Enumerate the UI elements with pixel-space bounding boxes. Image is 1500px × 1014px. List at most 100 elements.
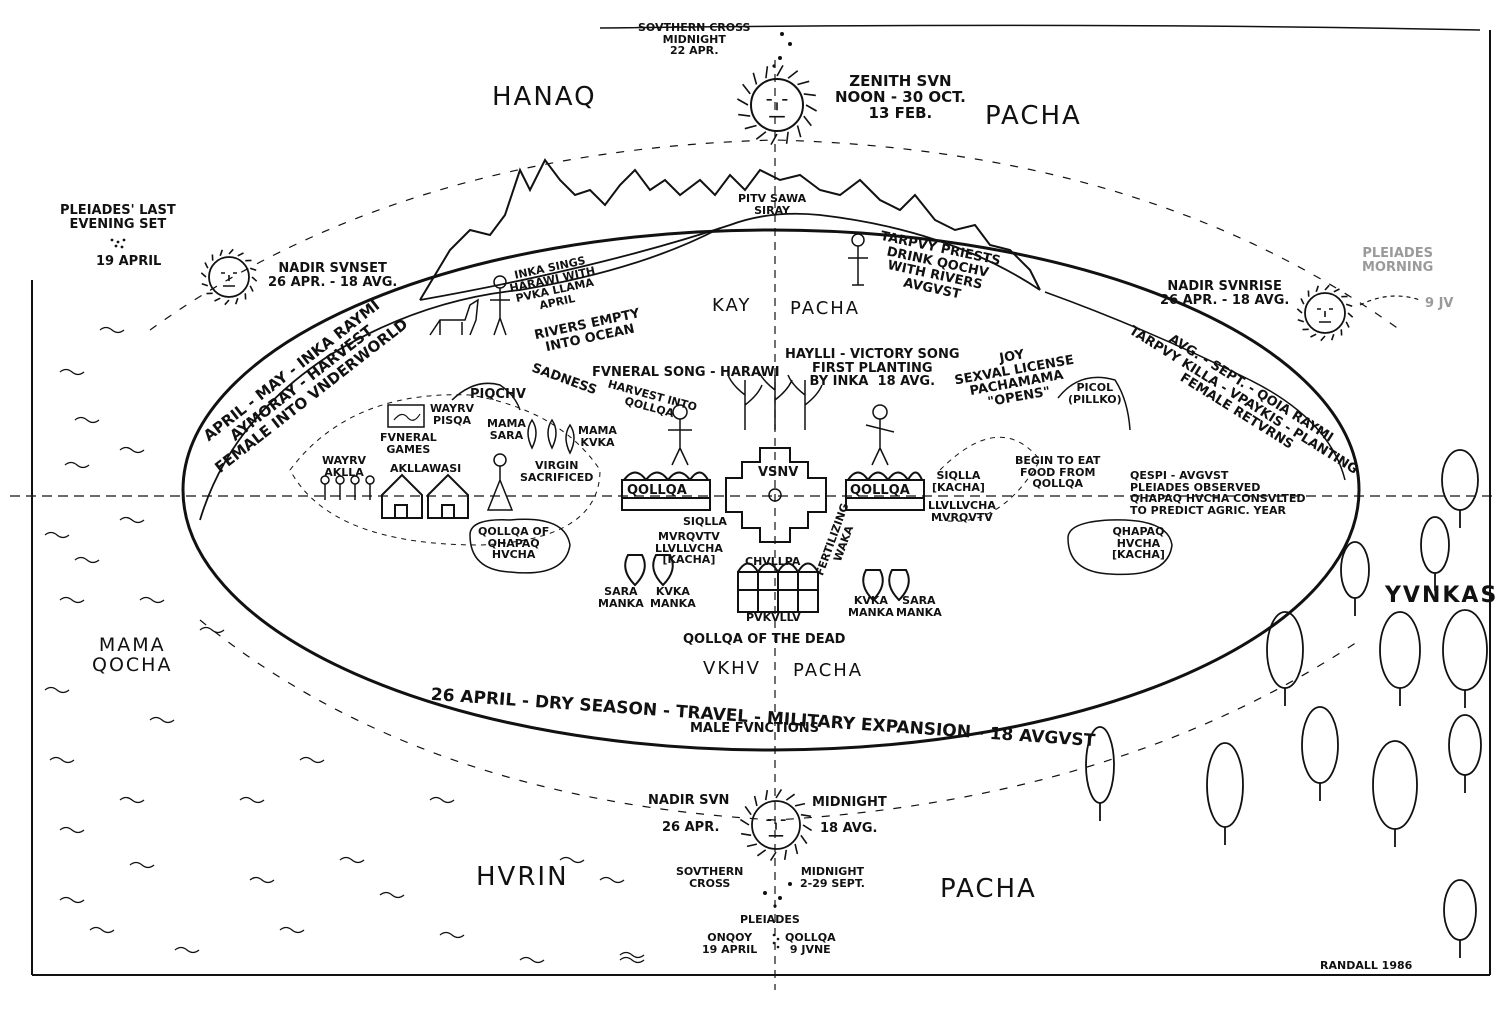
sun-ray bbox=[746, 843, 758, 848]
qollqa-left-building bbox=[621, 471, 711, 511]
wave-mark bbox=[279, 926, 305, 934]
qhapaq-hucha-label: QHAPAQ HVCHA [KACHA] bbox=[1112, 525, 1165, 562]
tree-crown bbox=[1372, 740, 1418, 830]
virgin-label: VIRGIN SACRIFICED bbox=[520, 459, 594, 484]
tree-crown bbox=[1420, 516, 1450, 574]
inner-loop-east bbox=[939, 436, 1041, 522]
nadir-sunset-label: NADIR SVNSET 26 APR. - 18 AVG. bbox=[268, 261, 398, 290]
pacha-ukhu-label: PACHA bbox=[793, 660, 864, 681]
sun-ray bbox=[219, 249, 224, 257]
wave-mark bbox=[59, 596, 85, 604]
sun-ray bbox=[200, 272, 207, 278]
sun-ray bbox=[744, 124, 757, 130]
sun-ray bbox=[1297, 318, 1305, 323]
pleiades-last-date: 19 APRIL bbox=[96, 254, 162, 269]
tree-crown bbox=[1443, 879, 1477, 941]
usnu-label: VSNV bbox=[758, 465, 799, 480]
picol-hill bbox=[1057, 376, 1131, 431]
llama bbox=[429, 298, 479, 336]
sun-ray bbox=[787, 70, 799, 79]
sun-ray bbox=[249, 267, 257, 272]
wave-mark bbox=[174, 946, 200, 954]
sun-ray bbox=[800, 834, 808, 845]
qollqa-right-building bbox=[845, 471, 925, 511]
usnu-shape bbox=[725, 447, 827, 543]
sun-face bbox=[766, 819, 786, 837]
qhapaq-hucha-bubble bbox=[1067, 519, 1173, 576]
wayru-aklla-label: WAYRV AKLLA bbox=[322, 454, 367, 479]
sun-ray bbox=[737, 98, 749, 106]
sun-ray bbox=[739, 818, 750, 826]
pleiades-morning-label: PLEIADES MORNING bbox=[1362, 246, 1434, 275]
qollqa-dead-label: QOLLQA OF THE DEAD bbox=[683, 632, 846, 647]
star-dots bbox=[110, 32, 792, 949]
hurin-label: HVRIN bbox=[476, 862, 569, 892]
wave-mark bbox=[44, 686, 70, 694]
wave-mark bbox=[139, 596, 165, 604]
sara-manka-left-label: SARA MANKA bbox=[598, 585, 644, 610]
wave-mark bbox=[439, 931, 465, 939]
sun-face bbox=[221, 272, 237, 287]
sun-ray bbox=[201, 282, 209, 287]
sun-ray bbox=[204, 262, 209, 269]
tree-crown bbox=[1340, 541, 1370, 599]
sun-ray bbox=[794, 843, 799, 855]
wave-mark bbox=[74, 556, 100, 564]
qespi-label: QESPI - AVGVST PLEIADES OBSERVED QHAPAQ … bbox=[1130, 469, 1306, 517]
wave-mark bbox=[199, 626, 225, 634]
wave-mark bbox=[119, 796, 145, 804]
siqlla-right-label: SIQLLA [KACHA] bbox=[932, 469, 985, 494]
sun-ray bbox=[1345, 303, 1353, 308]
mountain-base bbox=[419, 212, 1041, 301]
zenith-sun-label: ZENITH SVN NOON - 30 OCT. 13 FEB. bbox=[835, 72, 966, 122]
frame-border bbox=[31, 30, 1491, 976]
yunkas-label: YVNKAS bbox=[1385, 583, 1499, 608]
coca-leaves bbox=[527, 418, 575, 455]
sun-icon-sunset bbox=[208, 256, 250, 298]
sun-ray bbox=[249, 285, 254, 292]
pacha-top-label: PACHA bbox=[985, 101, 1082, 131]
sun-ray bbox=[1333, 288, 1340, 293]
wayru-pisqa-box bbox=[387, 404, 425, 428]
sun-ray bbox=[1320, 335, 1326, 342]
qollqa-left-label: QOLLQA bbox=[627, 483, 687, 498]
wave-mark bbox=[619, 956, 645, 964]
qollqa-of-qhapaq-label: QOLLQA OF QHAPAQ HVCHA bbox=[478, 525, 550, 562]
wave-mark bbox=[99, 326, 125, 334]
begin-eat-label: BEGIN TO EAT FOOD FROM QOLLQA bbox=[1015, 454, 1101, 491]
sun-ray bbox=[785, 131, 789, 144]
sun-ray bbox=[756, 849, 767, 857]
pleiades-bottom-label: PLEIADES bbox=[740, 913, 800, 926]
nadir-sunrise-label: NADIR SVNRISE 26 APR. - 18 AVG. bbox=[1160, 279, 1290, 308]
nadir-sun-label: NADIR SVN bbox=[648, 793, 730, 808]
wave-mark bbox=[149, 716, 175, 724]
sun-ray bbox=[740, 832, 752, 837]
murqutu-left-label: MVRQVTV LLVLLVCHA [KACHA] bbox=[655, 530, 723, 567]
outer-orbit bbox=[149, 139, 1401, 331]
tree-crown bbox=[1301, 706, 1339, 784]
pacha-bottom-label: PACHA bbox=[940, 874, 1037, 904]
wave-mark bbox=[119, 446, 145, 454]
mountain-range bbox=[419, 158, 1041, 301]
signature-label: RANDALL 1986 bbox=[1320, 959, 1413, 972]
pukullu-label: PVKVLLV bbox=[746, 611, 801, 624]
male-functions-label: MALE FVNCTIONS bbox=[690, 721, 820, 736]
sun-ray bbox=[237, 252, 244, 257]
sun-icon-sunrise bbox=[1304, 292, 1346, 334]
sun-ray bbox=[769, 851, 777, 862]
pacha-kay-label: PACHA bbox=[790, 298, 861, 319]
sara-manka-right-label: SARA MANKA bbox=[896, 594, 942, 619]
east-arrow bbox=[1359, 295, 1421, 306]
ukhu-label: VKHV bbox=[703, 658, 761, 679]
usnu-center bbox=[768, 488, 782, 502]
sun-ray bbox=[234, 297, 239, 305]
sun-face bbox=[1317, 308, 1333, 323]
qollqa-qhapaq-bubble bbox=[469, 518, 571, 574]
sun-ray bbox=[251, 276, 258, 282]
wave-mark bbox=[74, 416, 100, 424]
human-figures bbox=[320, 233, 895, 511]
sun-icon-nadir bbox=[751, 800, 801, 850]
mama-kuka-label: MAMA KVKA bbox=[578, 424, 617, 449]
southern-cross-bottom-label: SOVTHERN CROSS bbox=[676, 865, 744, 890]
